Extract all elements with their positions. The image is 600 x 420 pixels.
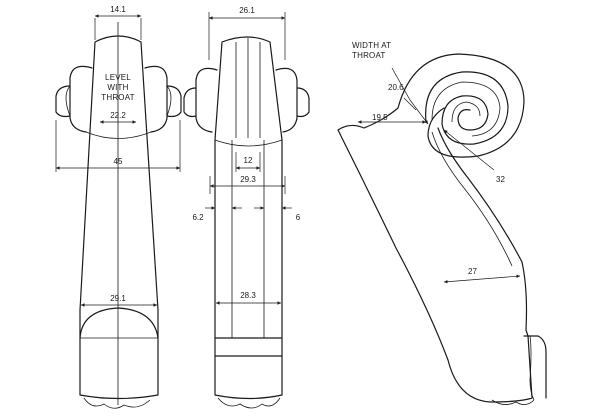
side-width: 19.5: [372, 113, 388, 122]
front-throat-width: 22.2: [110, 111, 126, 120]
width-at-throat-line1: WIDTH AT: [352, 41, 391, 50]
back-width: 29.3: [240, 175, 256, 184]
side-eye-dimension: 32: [496, 175, 505, 184]
level-with-throat-line3: THROAT: [101, 93, 135, 102]
back-right-wall: 6: [296, 213, 301, 222]
back-lower-width: 28.3: [240, 291, 256, 300]
level-with-throat-line1: LEVEL: [105, 73, 131, 82]
back-view: [183, 12, 310, 409]
back-slot-width: 12: [244, 156, 253, 165]
back-top-width: 26.1: [239, 6, 255, 15]
front-top-width: 14.1: [110, 5, 126, 14]
level-with-throat-line2: WITH: [107, 83, 128, 92]
side-throat-width: 20.6: [388, 83, 404, 92]
side-neck-width: 27: [468, 267, 477, 276]
front-lower-width: 29.1: [110, 294, 126, 303]
front-view: [55, 14, 182, 409]
front-peg-width: 45: [114, 157, 123, 166]
back-left-wall: 6.2: [192, 213, 204, 222]
width-at-throat-line2: THROAT: [352, 51, 386, 60]
side-view: [337, 53, 547, 405]
